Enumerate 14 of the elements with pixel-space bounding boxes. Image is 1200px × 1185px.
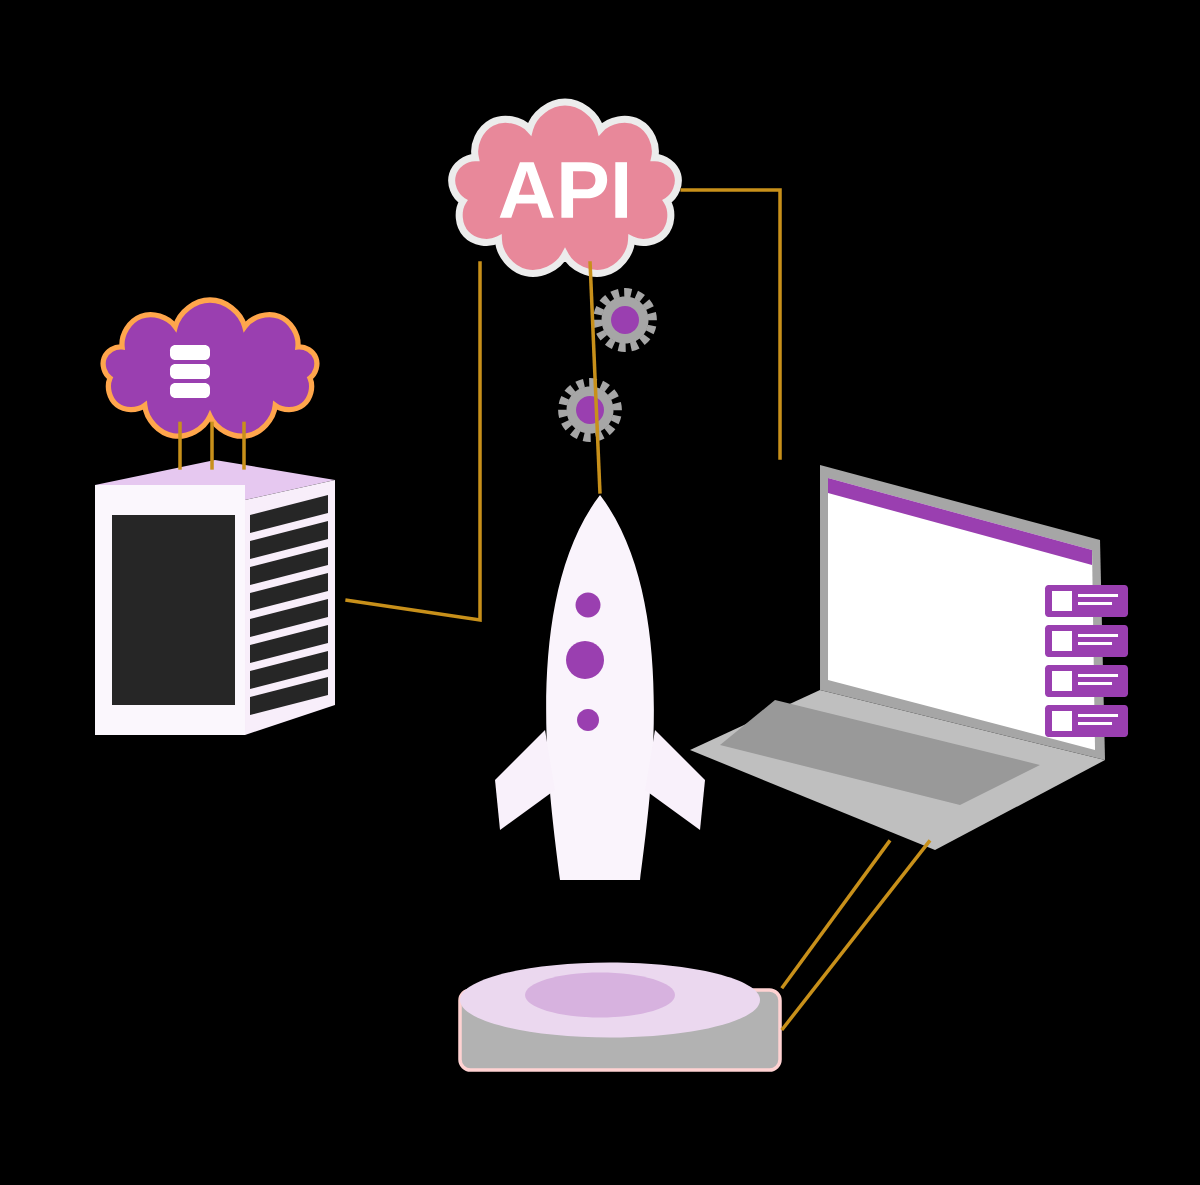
wire: [780, 839, 892, 990]
cloud-shape: [100, 297, 320, 439]
wire: [588, 261, 602, 494]
laptop-drawing: [690, 465, 1128, 850]
wire: [780, 839, 932, 1032]
wire: [178, 421, 182, 470]
api-cloud: API: [448, 98, 682, 277]
wire: [242, 421, 246, 470]
wire: [680, 188, 782, 460]
server-rack-drawing: [95, 460, 335, 735]
wire: [210, 421, 214, 470]
wire: [345, 261, 482, 623]
rocket-drawing: [495, 495, 705, 880]
launch-pad-drawing: [458, 962, 782, 1072]
